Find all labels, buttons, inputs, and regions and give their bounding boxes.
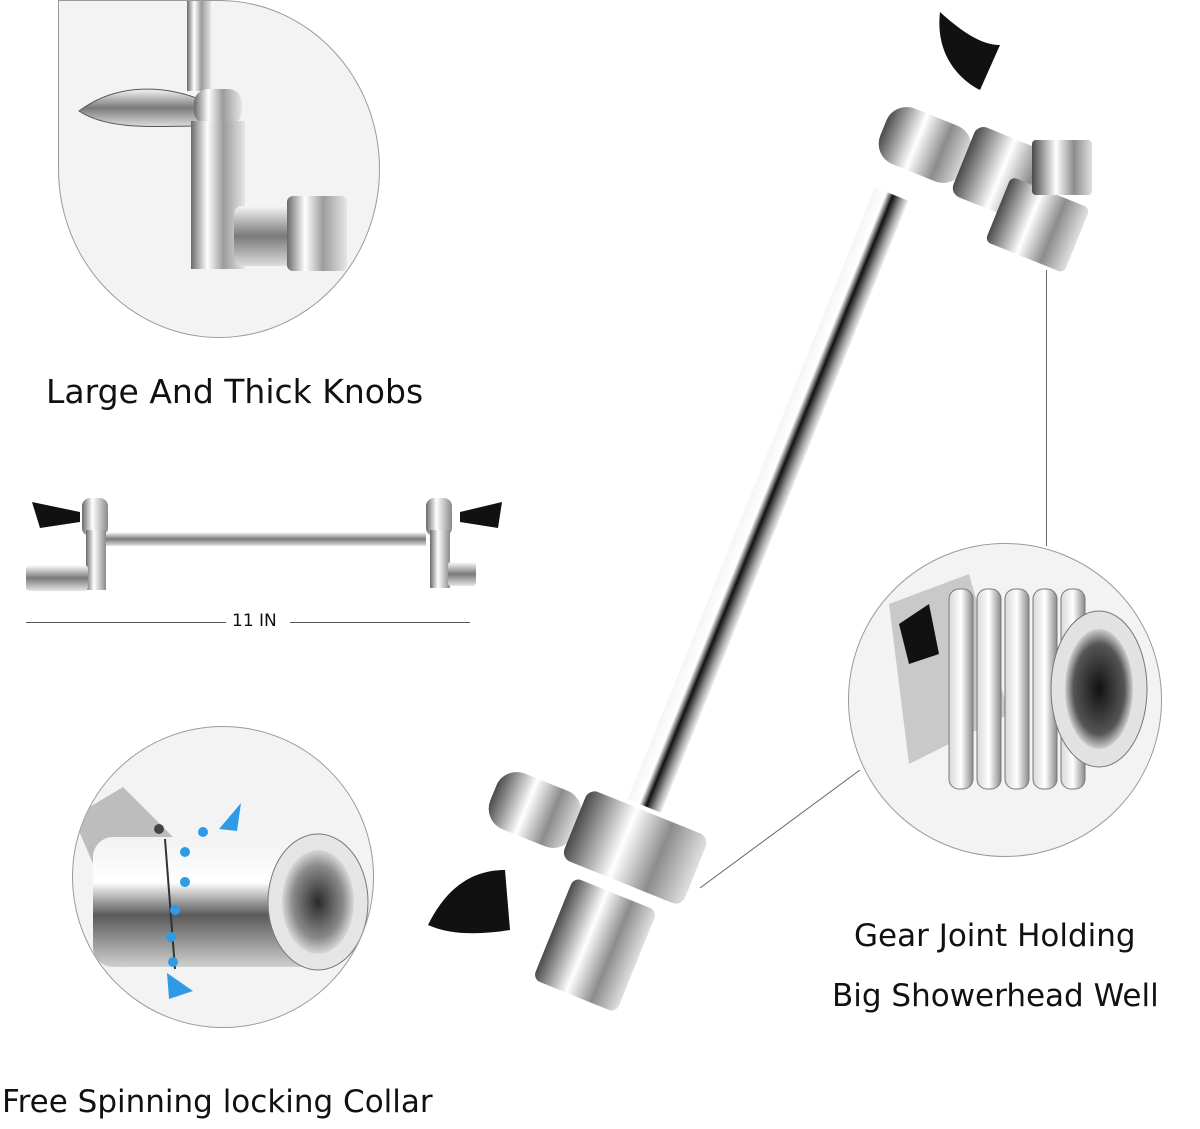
- rotation-arrow-up-icon: [215, 801, 245, 831]
- dimension-line-left: [26, 622, 226, 623]
- thread-closeup-image: [889, 574, 1148, 790]
- knob-closeup-image: [78, 1, 347, 271]
- dimension-label: 11 IN: [232, 611, 277, 631]
- dimension-line-right: [290, 622, 470, 623]
- main-shower-arm-image: [420, 0, 1120, 1030]
- gear-detail-circle: [848, 543, 1162, 857]
- collar-closeup-image: [73, 787, 369, 971]
- knobs-caption: Large And Thick Knobs: [46, 372, 424, 411]
- connector-line-top: [1046, 270, 1047, 546]
- collar-detail-circle: [72, 726, 374, 1028]
- collar-caption: Free Spinning locking Collar: [2, 1084, 433, 1120]
- connector-line-bottom: [700, 770, 861, 889]
- knob-detail-circle: [58, 0, 380, 338]
- rotation-dots: [73, 727, 373, 1027]
- rotation-arrow-down-icon: [165, 971, 195, 1001]
- gear-caption-line2: Big Showerhead Well: [832, 978, 1159, 1014]
- gear-caption-line1: Gear Joint Holding: [854, 918, 1136, 954]
- full-arm-side-view: [20, 490, 510, 600]
